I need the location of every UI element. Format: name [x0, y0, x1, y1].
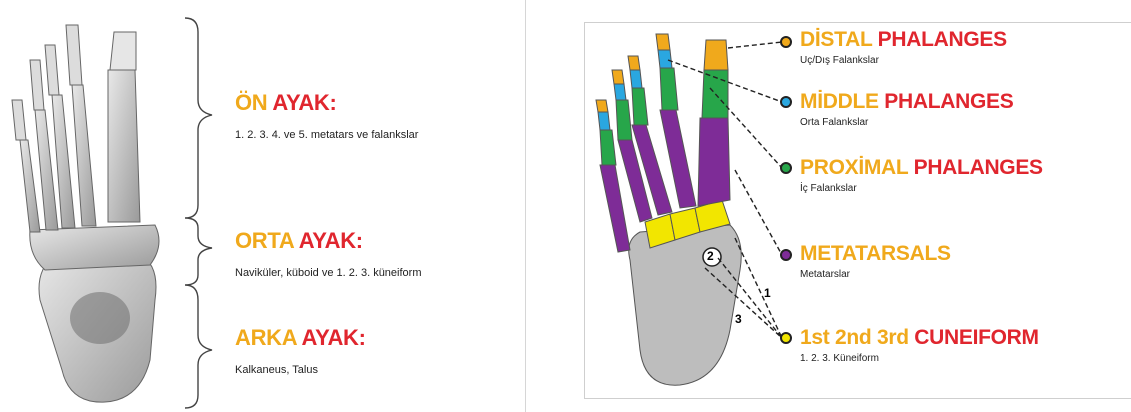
- distal-label-part2: PHALANGES: [878, 28, 1007, 51]
- metatarsal-label: METATARSALS Metatarslar: [800, 242, 951, 280]
- midfoot-title-word2: AYAK:: [299, 228, 363, 253]
- proximal-label-sub: İç Falankslar: [800, 183, 1043, 194]
- distal-label-sub: Uç/Dış Falankslar: [800, 55, 1007, 66]
- hindfoot-section: ARKA AYAK: Kalkaneus, Talus: [235, 325, 366, 376]
- left-panel: ÖN AYAK: 1. 2. 3. 4. ve 5. metatars ve f…: [0, 0, 525, 412]
- metatarsal-dot: [780, 249, 792, 261]
- panel-divider: [525, 0, 526, 412]
- cuneiform-number-1: 1: [764, 286, 771, 300]
- cuneiform-label-part1: 1st 2nd 3rd: [800, 326, 909, 349]
- hindfoot-title-word2: AYAK:: [302, 325, 366, 350]
- forefoot-title: ÖN AYAK:: [235, 90, 418, 116]
- midfoot-bones: [30, 225, 159, 270]
- middle-label-part2: PHALANGES: [884, 90, 1013, 113]
- hindfoot-title-word1: ARKA: [235, 325, 297, 350]
- distal-label: DİSTAL PHALANGES Uç/Dış Falankslar: [800, 28, 1007, 66]
- metatarsal-bones: [600, 165, 630, 252]
- right-panel: 2 1 3 DİSTAL PHALANGES Uç/Dış Falankslar…: [530, 0, 1131, 412]
- middle-label: MİDDLE PHALANGES Orta Falankslar: [800, 90, 1013, 128]
- metatarsal-label-part1: METATARSALS: [800, 242, 951, 265]
- cuneiform-label: 1st 2nd 3rd CUNEIFORM 1. 2. 3. Küneiform: [800, 326, 1039, 364]
- midfoot-section: ORTA AYAK: Naviküler, küboid ve 1. 2. 3.…: [235, 228, 421, 279]
- cuneiform-label-sub: 1. 2. 3. Küneiform: [800, 353, 1039, 364]
- proximal-phalanges: [600, 130, 616, 165]
- cuneiform-label-part2: CUNEIFORM: [914, 326, 1038, 349]
- cuneiform-dot: [780, 332, 792, 344]
- middle-dot: [780, 96, 792, 108]
- proximal-dot: [780, 162, 792, 174]
- middle-label-part1: MİDDLE: [800, 90, 879, 113]
- distal-label-part1: DİSTAL: [800, 28, 872, 51]
- hindfoot-title: ARKA AYAK:: [235, 325, 366, 351]
- middle-label-sub: Orta Falankslar: [800, 117, 1013, 128]
- hindfoot-description: Kalkaneus, Talus: [235, 364, 366, 376]
- proximal-label: PROXİMAL PHALANGES İç Falankslar: [800, 156, 1043, 194]
- proximal-label-part1: PROXİMAL: [800, 156, 908, 179]
- hindfoot-bones: [629, 225, 742, 385]
- forefoot-section: ÖN AYAK: 1. 2. 3. 4. ve 5. metatars ve f…: [235, 90, 418, 141]
- midfoot-description: Naviküler, küboid ve 1. 2. 3. küneiform: [235, 267, 421, 279]
- distal-dot: [780, 36, 792, 48]
- midfoot-title: ORTA AYAK:: [235, 228, 421, 254]
- forefoot-title-word1: ÖN: [235, 90, 267, 115]
- middle-phalanges: [598, 112, 610, 130]
- cuneiform-number-2: 2: [707, 249, 714, 263]
- forefoot-description: 1. 2. 3. 4. ve 5. metatars ve falankslar: [235, 129, 418, 141]
- cuneiform-number-3: 3: [735, 312, 742, 326]
- midfoot-title-word1: ORTA: [235, 228, 294, 253]
- brace: [185, 18, 212, 408]
- proximal-label-part2: PHALANGES: [914, 156, 1043, 179]
- distal-phalanges: [596, 100, 608, 112]
- metatarsal-label-sub: Metatarslar: [800, 269, 951, 280]
- forefoot-title-word2: AYAK:: [272, 90, 336, 115]
